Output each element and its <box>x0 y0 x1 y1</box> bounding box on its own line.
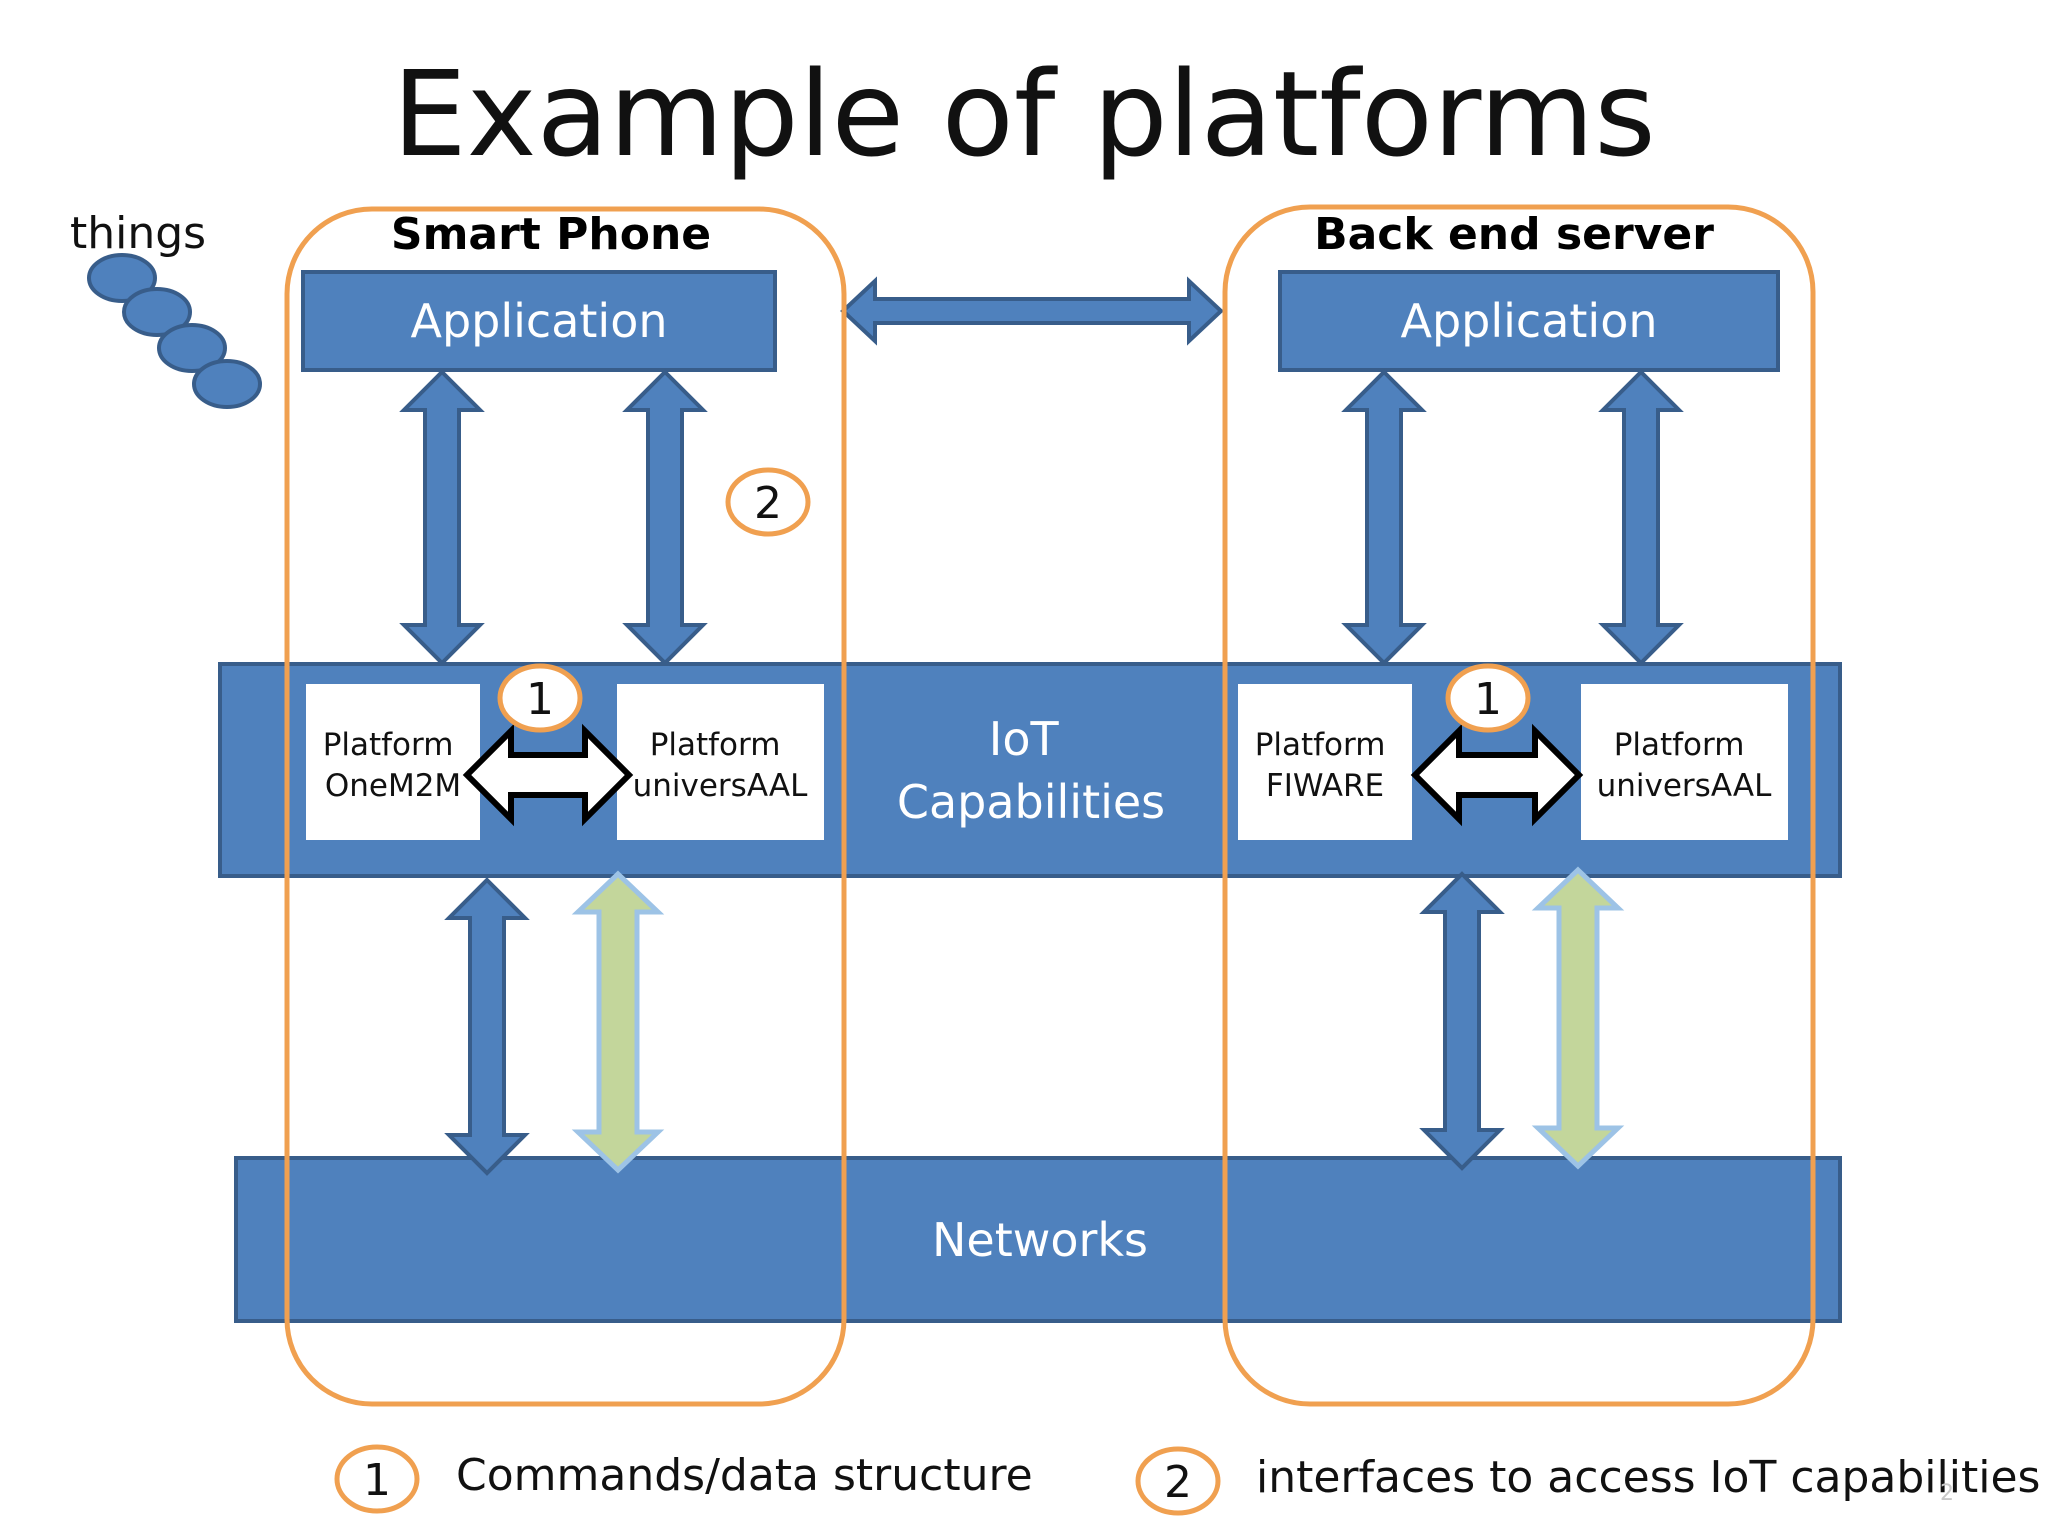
backend-application-label: Application <box>1400 294 1657 348</box>
backend-application-box <box>1278 270 1780 372</box>
platform-onem2m-box <box>306 684 480 840</box>
iot-label-line2: Capabilities <box>897 775 1165 829</box>
platform-fiware-box <box>1238 684 1412 840</box>
smartphone-header: Smart Phone <box>391 209 711 260</box>
networks-label: Networks <box>932 1213 1148 1267</box>
slide-number: 2 <box>1940 1481 1954 1506</box>
be-app-iot-arrow-right <box>1598 369 1684 666</box>
platform-universaal-sp-box <box>617 684 824 840</box>
be-iot-network-arrow-blue <box>1419 871 1505 1171</box>
platform-universaal-be-box <box>1581 684 1788 840</box>
be-platform-exchange-arrow <box>1410 723 1584 827</box>
things-label: things <box>70 208 206 259</box>
marker-1-backend <box>1445 663 1531 733</box>
sp-app-iot-arrow-right <box>622 369 708 666</box>
marker-1-backend-text: 1 <box>1474 674 1502 725</box>
sp-iot-network-arrow-blue <box>444 877 530 1176</box>
application-link-arrow <box>840 276 1224 346</box>
sp-iot-network-arrow-green <box>571 870 665 1174</box>
slide-title: Example of platforms <box>392 45 1656 183</box>
legend-marker-2 <box>1135 1446 1221 1516</box>
things-icon <box>87 253 262 409</box>
legend-item-2-text: interfaces to access IoT capabilities <box>1256 1452 2040 1503</box>
smartphone-application-box <box>301 270 777 372</box>
marker-1-smartphone <box>497 663 583 733</box>
marker-2-smartphone <box>725 467 811 537</box>
be-app-iot-arrow-left <box>1341 369 1427 666</box>
legend-marker-2-text: 2 <box>1164 1457 1192 1508</box>
marker-2-smartphone-text: 2 <box>754 478 782 529</box>
legend-item-1-text: Commands/data structure <box>456 1450 1033 1501</box>
platform-fiware-label: Platform FIWARE <box>1255 727 1396 804</box>
be-iot-network-arrow-green <box>1531 866 1625 1170</box>
legend-marker-1-text: 1 <box>363 1455 391 1506</box>
platform-onem2m-label: Platform OneM2M <box>323 727 464 804</box>
backend-header: Back end server <box>1314 209 1714 260</box>
platform-universaal-sp-label: Platform universAAL <box>633 727 808 804</box>
sp-platform-exchange-arrow <box>462 723 634 827</box>
marker-1-smartphone-text: 1 <box>526 674 554 725</box>
backend-container <box>1222 204 1816 1407</box>
networks-layer <box>234 1156 1842 1323</box>
smartphone-container <box>284 206 847 1407</box>
legend-marker-1 <box>334 1444 420 1514</box>
smartphone-application-label: Application <box>410 294 667 348</box>
iot-label-line1: IoT <box>989 712 1060 766</box>
sp-app-iot-arrow-left <box>399 369 485 666</box>
platform-universaal-be-label: Platform universAAL <box>1597 727 1772 804</box>
iot-capabilities-label: IoT Capabilities <box>897 712 1165 829</box>
